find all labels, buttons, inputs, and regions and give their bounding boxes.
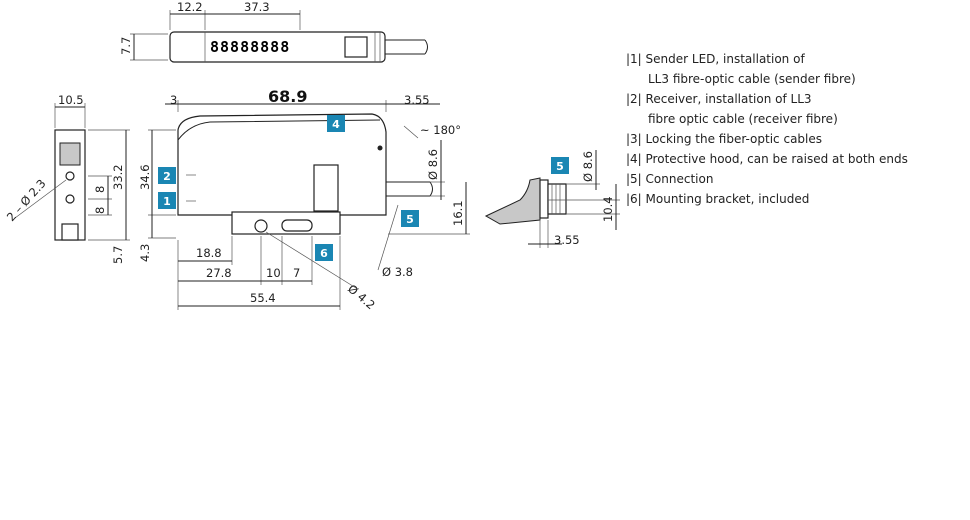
dim-front-left: 3 (170, 93, 177, 107)
front-view-bracket-hole (254, 219, 268, 233)
side-view-bracket (61, 223, 79, 241)
front-view-window (313, 164, 339, 212)
front-view: 3 68.9 3.55 ~ 180° 34.6 4.3 Ø 8.6 16.1 1… (138, 87, 470, 312)
dim-front-d2: 27.8 (206, 266, 232, 280)
legend-line: |3| Locking the fiber-optic cables (626, 132, 823, 146)
svg-text:5: 5 (556, 160, 564, 173)
dim-conn-h: 10.4 (601, 196, 615, 222)
dim-front-right: 3.55 (404, 93, 430, 107)
badge-4: 4 (327, 115, 345, 132)
dim-front-dia1: Ø 8.6 (426, 149, 440, 180)
legend-line: fibre optic cable (receiver fibre) (648, 112, 838, 126)
side-view: 10.5 33.2 8 8 5.7 2 – Ø 2.3 (4, 93, 130, 264)
front-view-hood (177, 119, 381, 141)
badge-5-connector: 5 (551, 157, 569, 174)
dim-front-angle: ~ 180° (420, 123, 461, 137)
legend-item-2: |2| Receiver, installation of LL3 fibre … (626, 89, 956, 129)
dim-side-h3: 8 (93, 207, 107, 214)
top-view-led-display: 88888888 (210, 38, 290, 56)
top-view-window (344, 36, 368, 58)
legend-item-1: |1| Sender LED, installation of LL3 fibr… (626, 49, 956, 89)
dim-front-d4: 7 (293, 266, 300, 280)
dim-front-d3: 10 (266, 266, 281, 280)
legend-line: |5| Connection (626, 172, 714, 186)
dim-top-h: 7.7 (119, 37, 133, 55)
badge-2: 2 (158, 167, 176, 184)
badge-1: 1 (158, 192, 176, 209)
top-view-cable (385, 39, 428, 55)
top-view: 88888888 12.2 37.3 7.7 (119, 0, 428, 63)
dim-conn-dia: Ø 8.6 (581, 151, 595, 182)
dim-top-w2: 37.3 (244, 0, 270, 14)
dim-front-total: 68.9 (268, 87, 307, 106)
legend-line: LL3 fibre-optic cable (sender fibre) (648, 72, 856, 86)
legend-line: |2| Receiver, installation of LL3 (626, 92, 812, 106)
badge-5: 5 (401, 210, 419, 227)
dim-front-d1: 18.8 (196, 246, 222, 260)
legend-item-5: |5| Connection (626, 169, 956, 189)
dim-front-dia2: Ø 3.8 (382, 265, 413, 279)
top-view-body (169, 31, 386, 63)
legend-line: |6| Mounting bracket, included (626, 192, 810, 206)
legend-item-6: |6| Mounting bracket, included (626, 189, 956, 209)
connector-body (547, 183, 567, 215)
dim-front-dia3: Ø 4.2 (345, 282, 378, 313)
svg-text:4: 4 (332, 118, 340, 131)
connector-flange (539, 179, 549, 219)
dim-front-h: 34.6 (138, 164, 152, 190)
legend-item-3: |3| Locking the fiber-optic cables (626, 129, 956, 149)
svg-text:2: 2 (163, 170, 171, 183)
connector-hood (484, 177, 541, 225)
svg-text:1: 1 (163, 195, 171, 208)
legend: |1| Sender LED, installation of LL3 fibr… (626, 49, 956, 209)
dim-front-d5: 55.4 (250, 291, 276, 305)
dim-conn-w: 3.55 (554, 233, 580, 247)
svg-text:6: 6 (320, 247, 328, 260)
connector-view: Ø 8.6 10.4 3.55 (484, 150, 620, 248)
dim-front-h2: 16.1 (451, 200, 465, 226)
side-view-hood (59, 142, 81, 166)
front-view-bracket-slot (281, 219, 313, 232)
legend-item-4: |4| Protective hood, can be raised at bo… (626, 149, 956, 169)
badge-6: 6 (315, 244, 333, 261)
dim-side-hole: 2 – Ø 2.3 (4, 176, 49, 224)
dim-side-h4: 5.7 (111, 246, 125, 264)
dim-side-h2: 8 (93, 186, 107, 193)
svg-text:5: 5 (406, 213, 414, 226)
dim-front-bottom: 4.3 (138, 244, 152, 262)
front-view-cable (386, 181, 433, 197)
side-view-hole-bottom (65, 194, 75, 204)
front-view-body (177, 113, 387, 216)
dim-top-w1: 12.2 (177, 0, 203, 14)
dim-side-h1: 33.2 (111, 164, 125, 190)
legend-line: |1| Sender LED, installation of (626, 52, 805, 66)
legend-line: |4| Protective hood, can be raised at bo… (626, 152, 908, 166)
side-view-hole-top (65, 171, 75, 181)
dim-side-w: 10.5 (58, 93, 84, 107)
